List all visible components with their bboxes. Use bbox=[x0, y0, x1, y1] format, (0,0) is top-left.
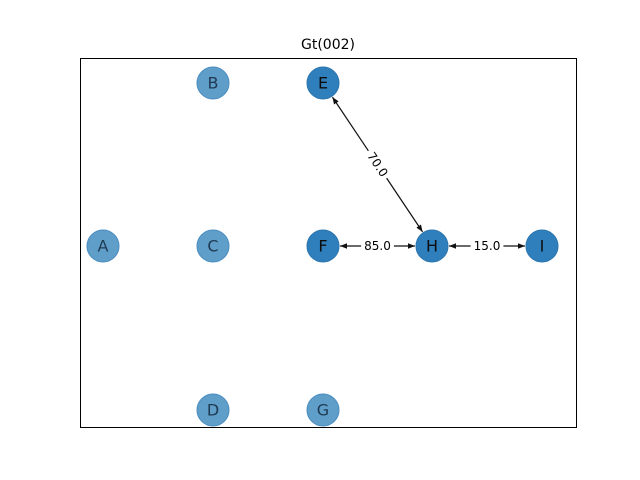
edge-label-group-F-H: 85.0 bbox=[361, 239, 394, 253]
node-label-E: E bbox=[318, 74, 328, 93]
node-H: H bbox=[415, 229, 449, 263]
node-G: G bbox=[306, 393, 340, 427]
nodes-layer: A B C D E F G H I bbox=[86, 66, 559, 427]
node-label-D: D bbox=[207, 401, 219, 420]
node-D: D bbox=[196, 393, 230, 427]
edge-label-group-H-I: 15.0 bbox=[470, 239, 504, 253]
node-circle-B bbox=[196, 66, 230, 100]
node-B: B bbox=[196, 66, 230, 100]
edge-label-background bbox=[361, 239, 394, 253]
node-A: A bbox=[86, 229, 120, 263]
node-circle-D bbox=[196, 393, 230, 427]
chart-title: Gt(002) bbox=[301, 37, 355, 53]
node-E: E bbox=[306, 66, 340, 100]
node-circle-H bbox=[415, 229, 449, 263]
node-label-H: H bbox=[426, 237, 438, 256]
node-circle-C bbox=[196, 229, 230, 263]
node-label-B: B bbox=[208, 74, 219, 93]
node-circle-F bbox=[306, 229, 340, 263]
node-label-G: G bbox=[317, 401, 329, 420]
edge-label-background bbox=[362, 146, 393, 183]
node-F: F bbox=[306, 229, 340, 263]
node-I: I bbox=[525, 229, 559, 263]
node-label-F: F bbox=[318, 237, 327, 256]
node-label-I: I bbox=[540, 237, 545, 256]
edge-label-H-I: 15.0 bbox=[474, 239, 501, 253]
node-circle-A bbox=[86, 229, 120, 263]
node-circle-E bbox=[306, 66, 340, 100]
node-label-C: C bbox=[207, 237, 218, 256]
edge-label-F-H: 85.0 bbox=[364, 239, 391, 253]
edge-label-background bbox=[470, 239, 504, 253]
plot-frame bbox=[80, 58, 577, 428]
node-circle-G bbox=[306, 393, 340, 427]
node-C: C bbox=[196, 229, 230, 263]
node-label-A: A bbox=[98, 237, 109, 256]
node-circle-I bbox=[525, 229, 559, 263]
